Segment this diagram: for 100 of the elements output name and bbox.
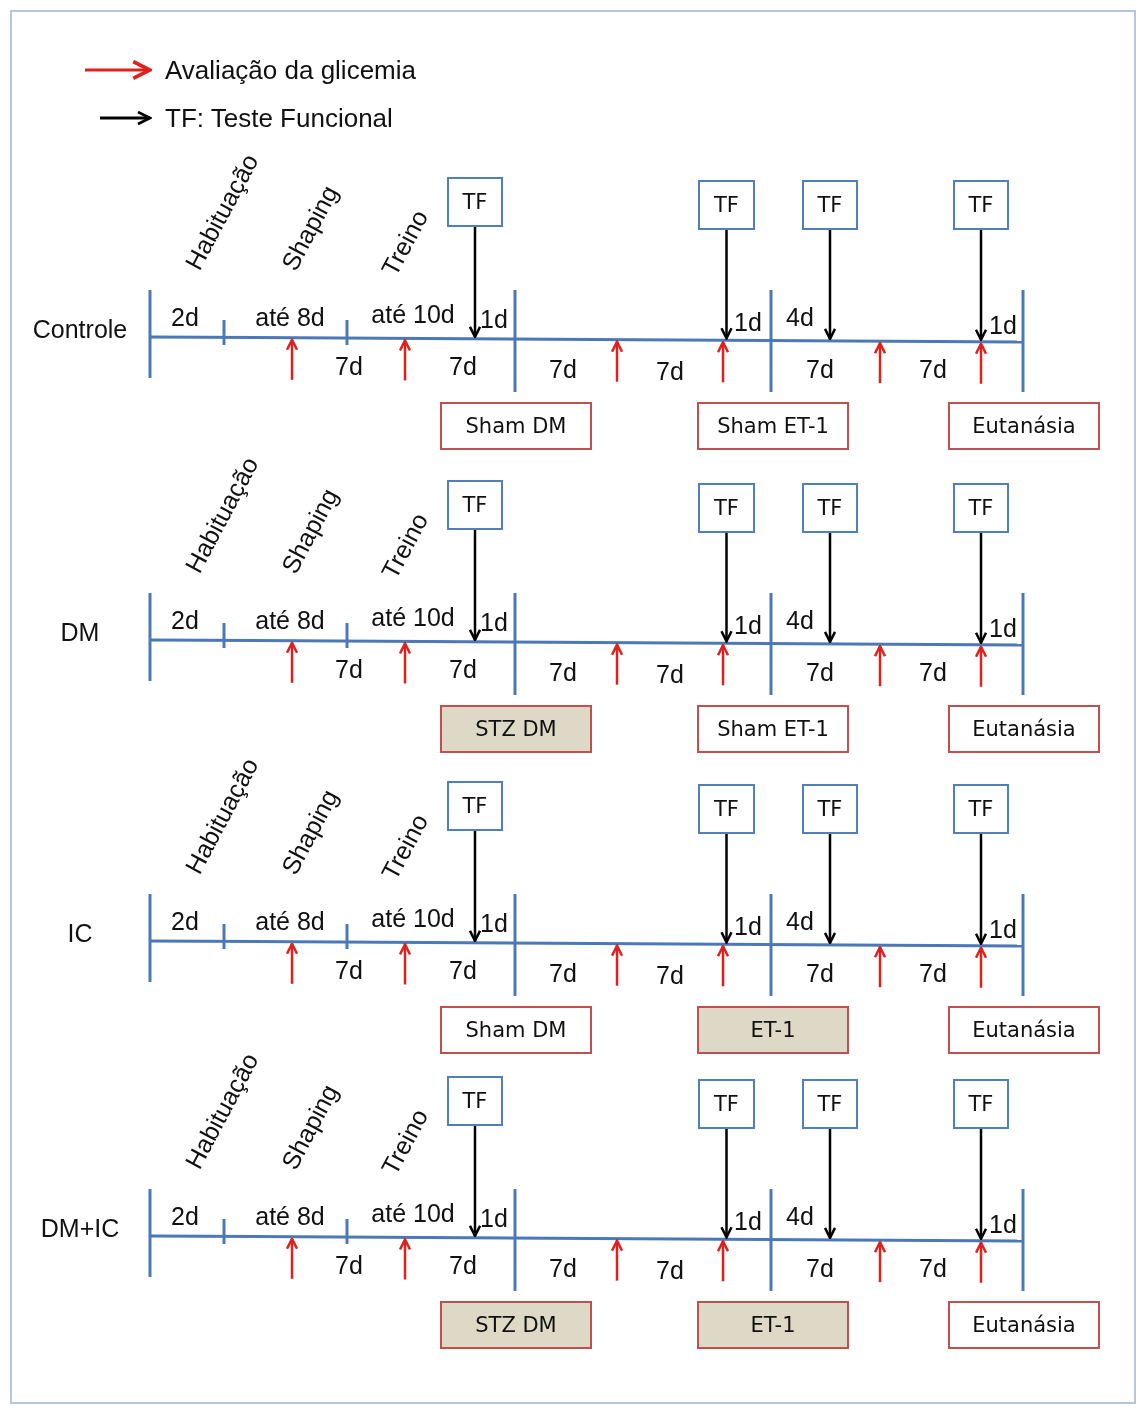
duration-label: 1d: [480, 609, 508, 637]
glycemia-arrow: [716, 644, 730, 686]
duration-label: 1d: [480, 1205, 508, 1233]
duration-label: 4d: [786, 908, 814, 936]
procedure-box: Sham DM: [440, 402, 592, 450]
test-box: TF: [447, 177, 503, 227]
test-box: TF: [953, 784, 1009, 834]
test-box: TF: [698, 483, 755, 533]
procedure-box: STZ DM: [440, 1301, 592, 1349]
duration-label: 7d: [919, 960, 947, 988]
procedure-box: Eutanásia: [948, 705, 1100, 753]
test-box: TF: [802, 1079, 858, 1129]
test-box: TF: [447, 1076, 503, 1126]
duration-label: até 8d: [255, 304, 325, 332]
procedure-box: Sham DM: [440, 1006, 592, 1054]
timeline-axis: [150, 1234, 1023, 1243]
duration-label: 7d: [656, 1257, 684, 1285]
duration-label: 1d: [989, 615, 1017, 643]
duration-label: 7d: [335, 353, 363, 381]
duration-label: 7d: [919, 1255, 947, 1283]
timeline-axis: [150, 335, 1023, 344]
test-box: TF: [802, 784, 858, 834]
duration-label: 7d: [806, 356, 834, 384]
duration-label: até 10d: [371, 1200, 455, 1228]
arrow: [823, 533, 837, 644]
test-box: TF: [802, 180, 858, 230]
duration-label: 7d: [549, 659, 577, 687]
duration-label: 2d: [171, 1203, 199, 1231]
duration-label: 1d: [480, 306, 508, 334]
test-box: TF: [698, 784, 755, 834]
glycemia-arrow: [610, 340, 624, 382]
duration-label: 1d: [734, 309, 762, 337]
test-box: TF: [698, 180, 755, 230]
procedure-box: Eutanásia: [948, 402, 1100, 450]
duration-label: 7d: [549, 1255, 577, 1283]
procedure-box: ET-1: [697, 1301, 849, 1349]
glycemia-arrow: [285, 1237, 299, 1279]
duration-label: 1d: [734, 913, 762, 941]
group-label: Controle: [32, 316, 128, 344]
arrow: [720, 533, 733, 643]
arrow: [468, 227, 482, 339]
arrow: [823, 1129, 837, 1240]
glycemia-arrow: [610, 944, 624, 986]
duration-label: 7d: [549, 960, 577, 988]
duration-label: 1d: [480, 910, 508, 938]
glycemia-arrow: [974, 1241, 988, 1283]
duration-label: 7d: [449, 957, 477, 985]
legend-label: Avaliação da glicemia: [165, 55, 416, 85]
glycemia-arrow: [716, 945, 730, 987]
duration-label: 7d: [656, 661, 684, 689]
arrow: [974, 834, 988, 945]
glycemia-arrow: [610, 1239, 624, 1281]
duration-label: 7d: [806, 659, 834, 687]
group-label: DM+IC: [40, 1215, 120, 1243]
arrow: [974, 533, 988, 644]
test-box: TF: [447, 781, 503, 831]
test-box: TF: [447, 480, 503, 530]
group-label: DM: [60, 619, 100, 647]
timeline-axis: [150, 939, 1023, 948]
duration-label: 7d: [656, 358, 684, 386]
procedure-box: STZ DM: [440, 705, 592, 753]
arrow: [720, 1129, 733, 1239]
test-box: TF: [802, 483, 858, 533]
duration-label: 7d: [919, 659, 947, 687]
arrow: [974, 230, 988, 341]
timeline-axis: [150, 638, 1023, 647]
glycemia-arrow: [873, 945, 887, 988]
duration-label: 4d: [786, 1203, 814, 1231]
glycemia-arrow: [285, 641, 299, 683]
duration-label: 7d: [449, 353, 477, 381]
procedure-box: ET-1: [697, 1006, 849, 1054]
procedure-box: Eutanásia: [948, 1301, 1100, 1349]
legend-label: TF: Teste Funcional: [165, 103, 393, 133]
glycemia-arrow: [873, 341, 887, 384]
arrow: [823, 834, 837, 945]
test-box: TF: [953, 483, 1009, 533]
duration-label: 7d: [806, 960, 834, 988]
glycemia-arrow: [716, 1240, 730, 1282]
duration-label: 7d: [549, 356, 577, 384]
arrow: [720, 834, 733, 944]
glycemia-arrow: [285, 338, 299, 380]
arrow: [720, 230, 733, 340]
duration-label: 1d: [989, 916, 1017, 944]
duration-label: 7d: [335, 1252, 363, 1280]
duration-label: até 10d: [371, 301, 455, 329]
duration-label: 2d: [171, 304, 199, 332]
duration-label: 2d: [171, 908, 199, 936]
duration-label: 7d: [335, 656, 363, 684]
duration-label: 1d: [989, 1211, 1017, 1239]
arrow: [974, 1129, 988, 1240]
duration-label: até 10d: [371, 604, 455, 632]
arrow: [468, 530, 482, 642]
duration-label: até 8d: [255, 1203, 325, 1231]
duration-label: 1d: [734, 612, 762, 640]
procedure-box: Sham ET-1: [697, 402, 849, 450]
arrow: [468, 831, 482, 943]
duration-label: até 8d: [255, 607, 325, 635]
arrow: [823, 230, 837, 341]
duration-label: 2d: [171, 607, 199, 635]
duration-label: 7d: [806, 1255, 834, 1283]
